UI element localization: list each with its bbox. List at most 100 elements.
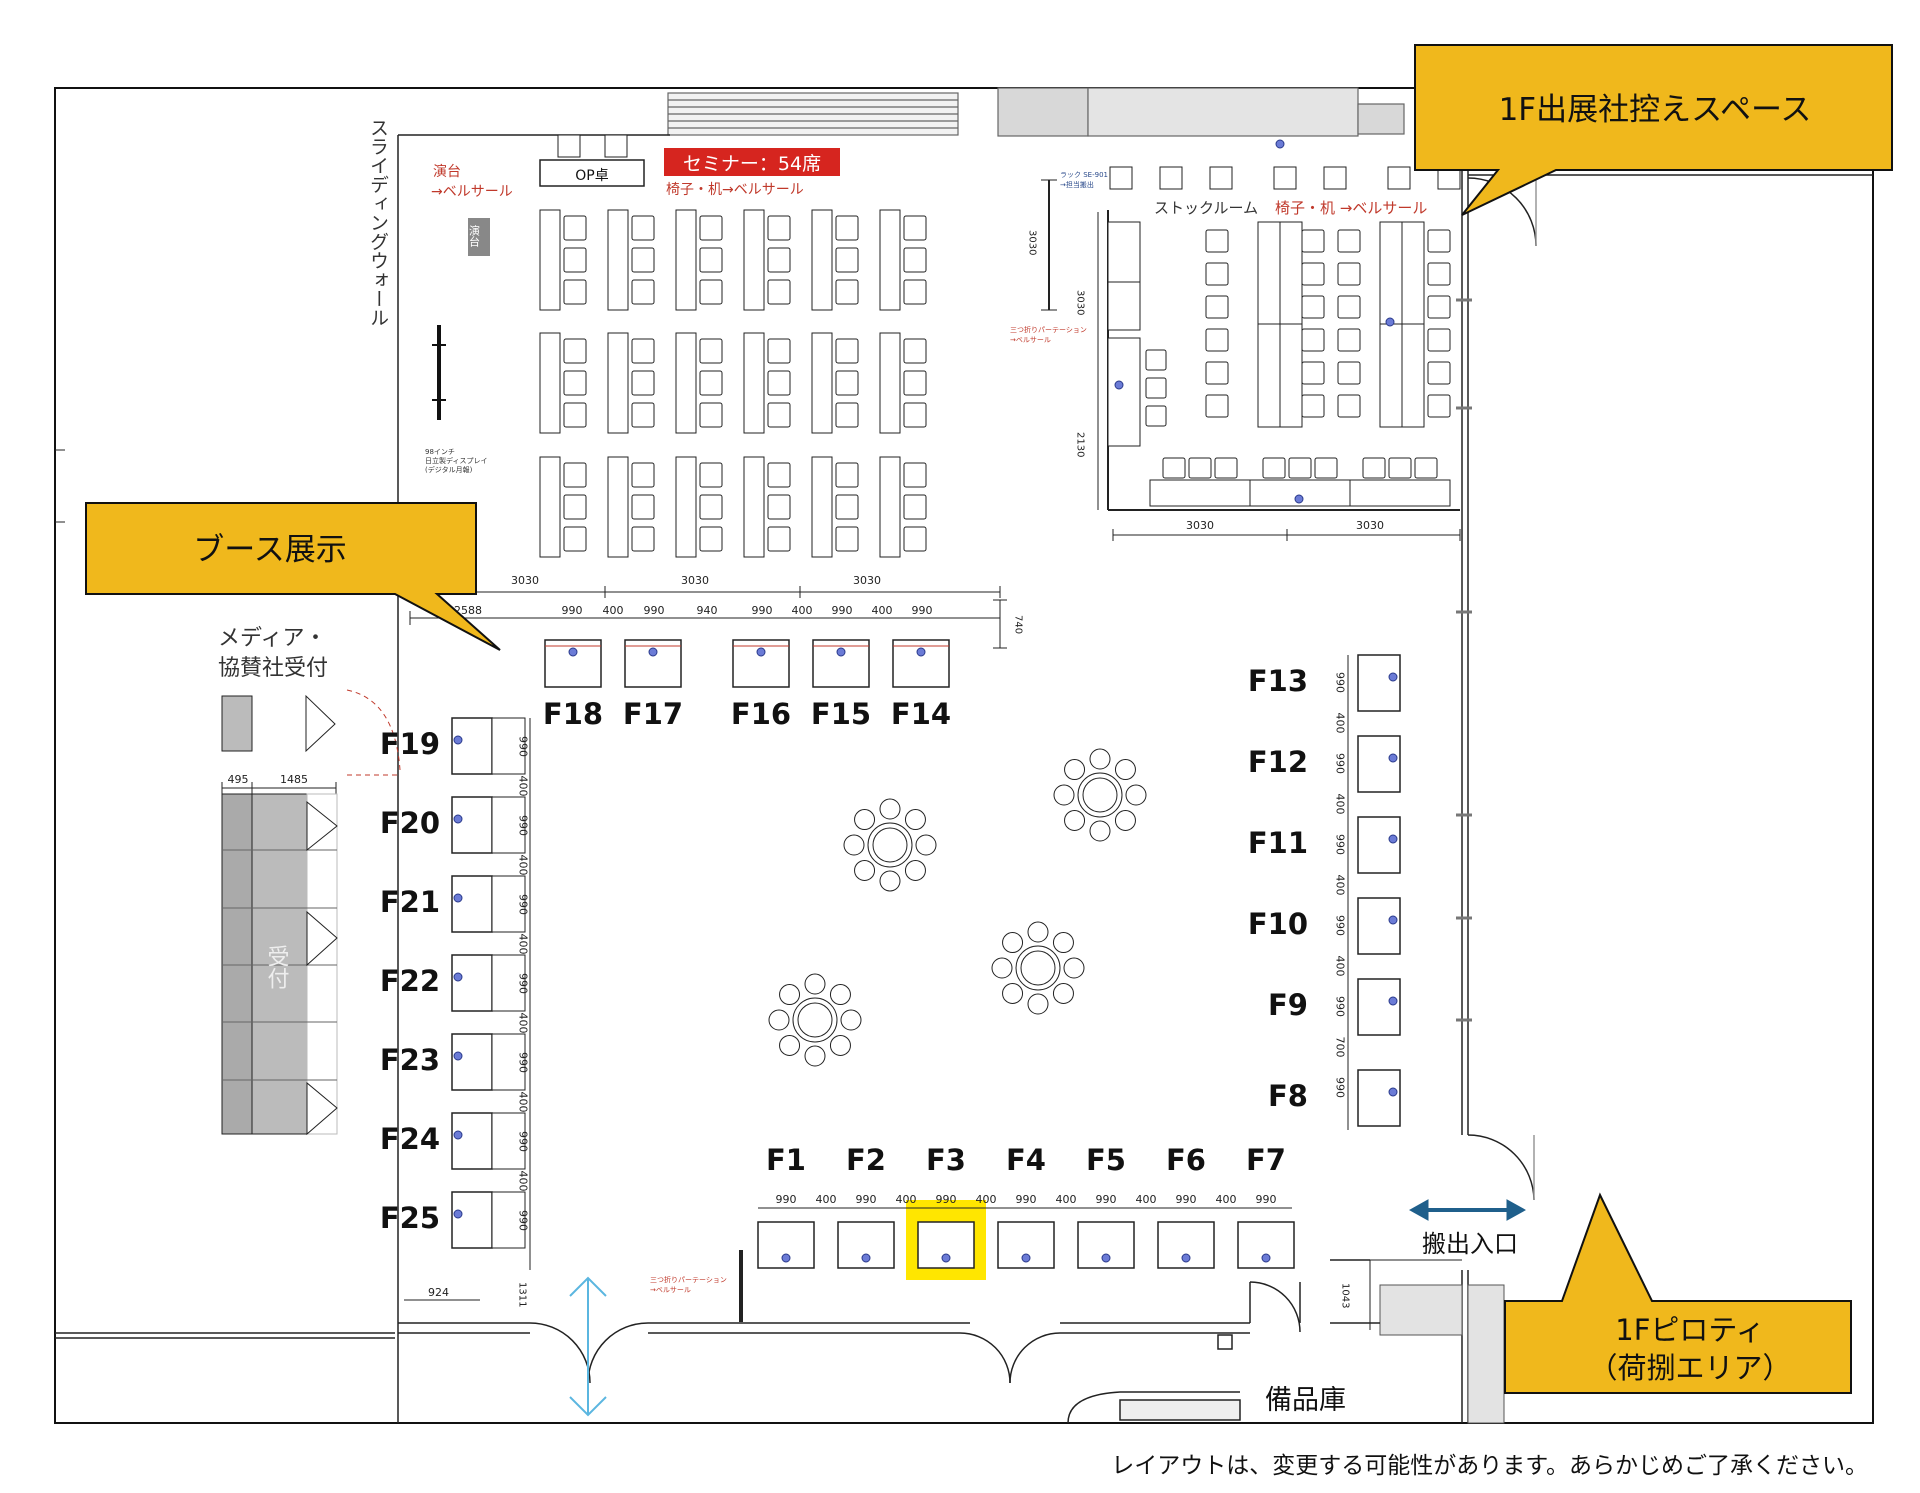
stock-chair: [1414, 457, 1438, 479]
seminar-chair: [835, 526, 859, 552]
seminar-chair: [767, 338, 791, 364]
booth-outlet-marker: [1388, 672, 1398, 682]
booth-label: F9: [1268, 988, 1308, 1022]
seminar-desk-unit: [743, 456, 791, 558]
seminar-note: 椅子・机→ベルサール: [666, 182, 804, 198]
seminar-desk-unit: [811, 456, 859, 558]
seminar-desk-unit: [607, 209, 655, 311]
seminar-desk: [539, 456, 561, 558]
booth-label: F20: [380, 806, 440, 840]
left-dim-label: 990: [517, 815, 530, 836]
stock-chair: [1205, 295, 1229, 319]
booth-outlet-marker: [861, 1253, 871, 1263]
booth-rect: [1357, 897, 1401, 955]
top-dim-label: 990: [752, 604, 773, 617]
stock-chair: [1162, 457, 1186, 479]
seminar-chair: [767, 370, 791, 396]
left-dim-label: 990: [517, 1131, 530, 1152]
stock-chair: [1205, 262, 1229, 286]
reception-desk: [221, 793, 338, 1136]
round-table-chair: [1064, 759, 1086, 781]
exit-arrow: [1408, 1199, 1527, 1221]
round-table-chair: [991, 957, 1013, 979]
booth-back: [491, 717, 526, 775]
seminar-chair: [835, 215, 859, 241]
booth-rect: [892, 639, 950, 688]
seminar-desk-unit: [539, 456, 587, 558]
seminar-chair: [903, 247, 927, 273]
booth-rect: [451, 1112, 493, 1170]
seminar-chair: [631, 215, 655, 241]
display-note-2: 日立製ディスプレイ: [425, 456, 488, 465]
round-table-chair: [1089, 748, 1111, 770]
right-dim-label: 990: [1334, 915, 1347, 936]
booth-outlet-marker: [453, 893, 463, 903]
left-dim-label: 990: [517, 1052, 530, 1073]
callout-top-right-text: 1F出展社控えスペース: [1499, 92, 1812, 128]
round-table-chair: [1125, 784, 1147, 806]
round-table-chair: [1114, 809, 1136, 831]
stock-chair: [1145, 377, 1167, 399]
stock-chair: [1427, 361, 1451, 385]
left-dim-label: 990: [517, 894, 530, 915]
seminar-chair: [903, 370, 927, 396]
op-desk-label: OP卓: [575, 168, 608, 184]
door-arrow: [569, 1276, 607, 1417]
seminar-chair: [835, 402, 859, 428]
stock-chair: [1301, 262, 1325, 286]
seminar-chair: [699, 494, 723, 520]
round-table-chair: [843, 834, 865, 856]
booth: F23: [380, 1033, 493, 1091]
stock-chair: [1388, 457, 1412, 479]
bottom-dim-label: 400: [1056, 1193, 1077, 1206]
booth: F4: [997, 1143, 1055, 1269]
media-label-1: メディア・: [218, 626, 326, 651]
booth-back: [491, 875, 526, 933]
seminar-chair: [563, 247, 587, 273]
booth-back: [491, 796, 526, 854]
outlet-marker: [1385, 317, 1395, 327]
seminar-chair: [631, 279, 655, 305]
round-table-chair: [1027, 921, 1049, 943]
booth: F20: [380, 796, 493, 854]
seminar-desk: [743, 332, 765, 434]
stock-chair: [1205, 361, 1229, 385]
partition-bottom-2: →ベルサール: [650, 1286, 691, 1294]
bottom-dim-label: 990: [1016, 1193, 1037, 1206]
booth-label: F25: [380, 1201, 440, 1235]
round-table-chair: [1002, 932, 1024, 954]
bottom-dim-label: 400: [896, 1193, 917, 1206]
seminar-desk-unit: [675, 332, 723, 434]
booth-rect: [451, 1033, 493, 1091]
seminar-desk: [675, 209, 697, 311]
stock-chair: [1314, 457, 1338, 479]
booth: F11: [1248, 816, 1401, 874]
top-dim-label: 990: [912, 604, 933, 617]
right-walls: [1461, 140, 1873, 1423]
bottom-dim-label: 400: [1216, 1193, 1237, 1206]
stock-chair: [1337, 262, 1361, 286]
booth-outlet-marker: [1388, 996, 1398, 1006]
seminar-dim-2: 3030: [681, 574, 709, 587]
round-table-chair: [1053, 784, 1075, 806]
seminar-desk-unit: [539, 332, 587, 434]
media-desk: [221, 695, 253, 752]
seminar-chair: [631, 402, 655, 428]
round-table-top-inner: [797, 1002, 833, 1038]
top-dim-label: 990: [644, 604, 665, 617]
seminar-chair: [699, 526, 723, 552]
seminar-chair: [835, 338, 859, 364]
booth-label: F6: [1166, 1143, 1206, 1177]
booth-rect: [1357, 1069, 1401, 1127]
booth-label: F16: [731, 697, 791, 731]
bottom-dim-label: 990: [1176, 1193, 1197, 1206]
booth: F9: [1268, 978, 1401, 1036]
bottom-dim-label: 400: [976, 1193, 997, 1206]
exit-label: 搬出入口: [1422, 1230, 1518, 1258]
door-right-dim: 1043: [1340, 1283, 1351, 1308]
seminar-chair: [631, 247, 655, 273]
round-table-top-inner: [1082, 777, 1118, 813]
right-dim-label: 400: [1334, 875, 1347, 896]
partition-note-1: 三つ折りパーテーション: [1010, 325, 1087, 334]
